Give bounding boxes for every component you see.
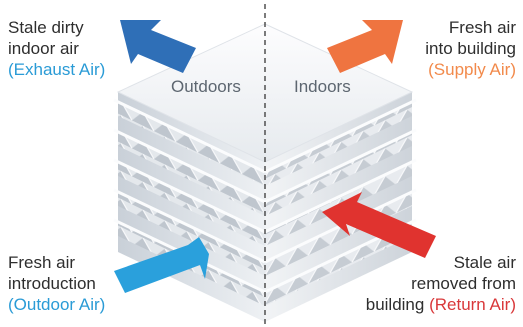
return-line-3: building (Return Air) (366, 294, 516, 315)
supply-air-label: Fresh air into building (Supply Air) (425, 17, 516, 80)
arrow-down-left-icon (322, 192, 436, 258)
return-line-2: removed from (411, 274, 516, 293)
return-line-1: Stale air (453, 253, 516, 272)
supply-line-2: into building (425, 39, 516, 58)
outdoor-tag: (Outdoor Air) (8, 295, 106, 314)
exhaust-line-1: Stale dirty (8, 18, 84, 37)
return-air-label: Stale air removed from building (Return … (366, 252, 516, 315)
exhaust-tag: (Exhaust Air) (8, 60, 106, 79)
supply-tag: (Supply Air) (428, 60, 516, 79)
indoors-label: Indoors (294, 77, 351, 96)
outdoor-line-2: introduction (8, 274, 96, 293)
arrow-up-right-icon (114, 237, 209, 293)
outdoors-label: Outdoors (171, 77, 241, 96)
arrow-up-left-icon (120, 20, 196, 73)
supply-line-1: Fresh air (448, 18, 516, 37)
exhaust-line-2: indoor air (8, 39, 79, 58)
return-tag: (Return Air) (429, 295, 516, 314)
arrow-up-right-icon (327, 20, 403, 73)
return-line-3-text: building (365, 295, 425, 314)
outdoor-line-1: Fresh air (8, 253, 76, 272)
right-face (264, 92, 417, 322)
outdoor-air-label: Fresh air introduction (Outdoor Air) (8, 252, 105, 315)
exhaust-air-label: Stale dirty indoor air (Exhaust Air) (8, 17, 105, 80)
